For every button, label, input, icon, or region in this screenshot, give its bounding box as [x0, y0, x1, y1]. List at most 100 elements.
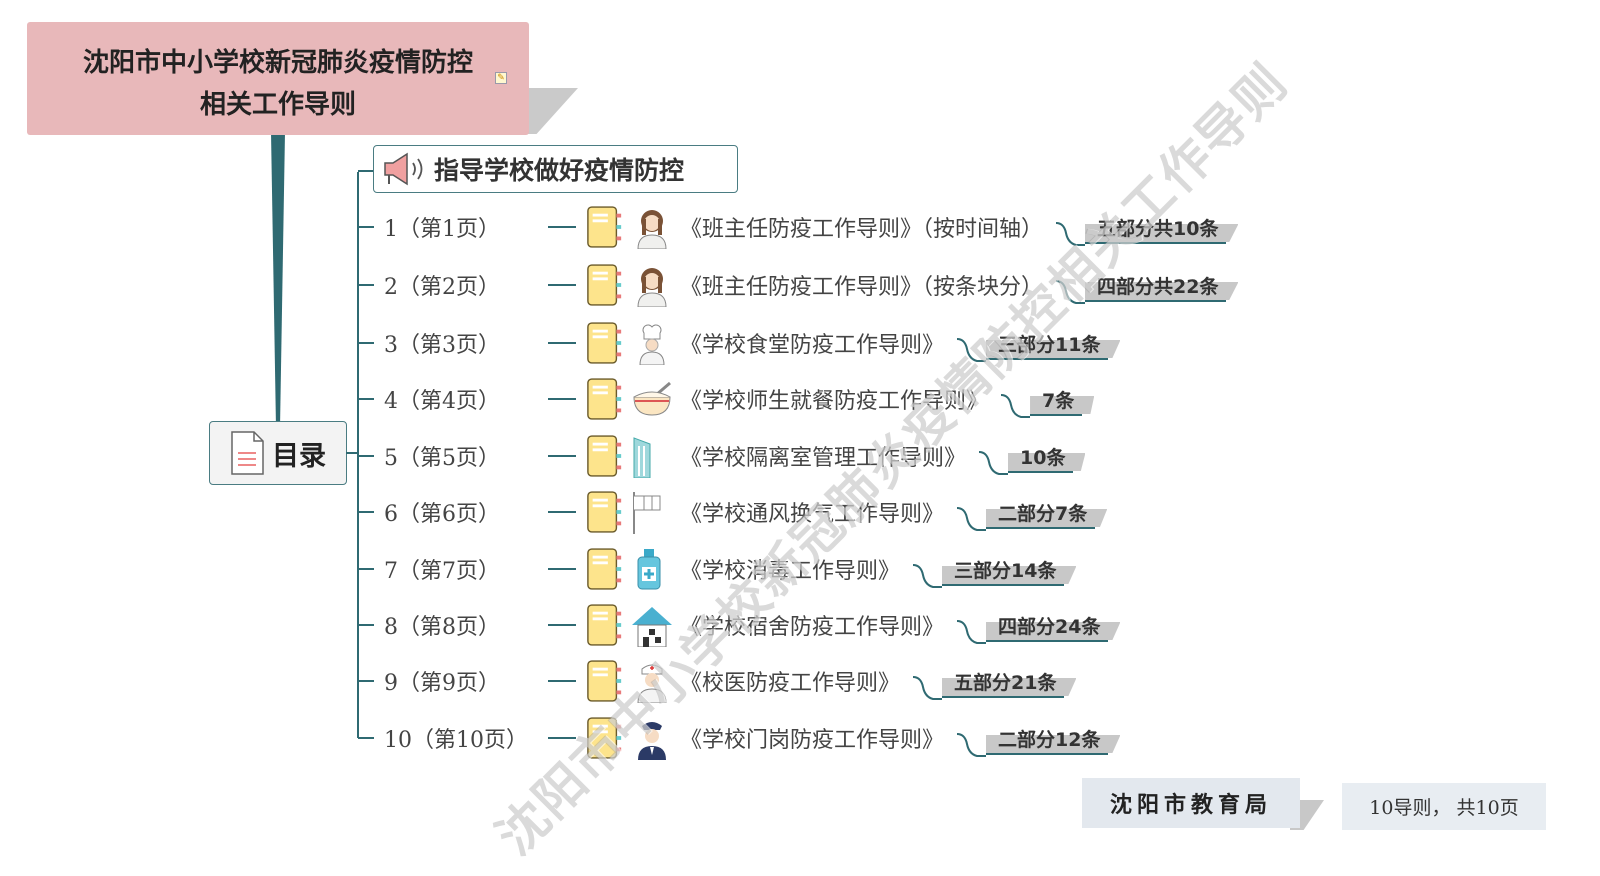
heading-connector [358, 170, 374, 172]
toc-item[interactable]: 10（第10页） 《学校门岗防疫工作导则》 二部分12条 [358, 713, 1358, 763]
item-page-label: 4（第4页） [384, 389, 500, 414]
notebook-icon [587, 717, 622, 759]
item-doc-title: 《学校师生就餐防疫工作导则》 [680, 389, 989, 414]
item-connector [548, 680, 576, 682]
chef-icon [639, 324, 665, 365]
root-title-line1: 沈阳市中小学校新冠肺炎疫情防控 [82, 48, 473, 78]
item-detail: 《学校食堂防疫工作导则》 三部分11条 [680, 323, 1120, 363]
item-count-label: 7条 [1042, 389, 1075, 412]
item-connector [548, 226, 576, 228]
item-page-label: 6（第6页） [384, 502, 500, 527]
window-icon [633, 492, 661, 534]
toc-connector [346, 452, 358, 454]
toc-item[interactable]: 1（第1页） 《班主任防疫工作导则》（按时间轴） 五部分共10条 [358, 202, 1358, 252]
notebook-icon [587, 435, 622, 477]
badge-connector [978, 451, 1009, 475]
badge-connector [912, 676, 943, 700]
item-connector [548, 342, 576, 344]
item-count-label: 三部分14条 [954, 559, 1057, 582]
item-doc-title: 《班主任防疫工作导则》（按时间轴） [680, 217, 1044, 242]
root-title-line2: 相关工作导则 [199, 90, 356, 120]
badge-connector [1055, 222, 1086, 246]
toc-item[interactable]: 8（第8页） 《学校宿舍防疫工作导则》 四部分24条 [358, 600, 1358, 650]
branch-tick [358, 680, 374, 682]
toc-item[interactable]: 6（第6页） 《学校通风换气工作导则》 二部分7条 [358, 487, 1358, 537]
toc-item[interactable]: 7（第7页） 《学校消毒工作导则》 三部分14条 [358, 544, 1358, 594]
house-icon [632, 607, 672, 647]
item-count-badge[interactable]: 五部分共10条 [1085, 212, 1238, 244]
item-detail: 《学校通风换气工作导则》 二部分7条 [680, 492, 1107, 532]
branch-tick [358, 568, 374, 570]
branch-tick [358, 511, 374, 513]
toc-label: 目录 [272, 440, 326, 472]
item-page-label: 1（第1页） [384, 217, 500, 242]
item-connector [548, 568, 576, 570]
item-doc-title: 《学校消毒工作导则》 [680, 559, 901, 584]
badge-connector [912, 564, 943, 588]
badge-connector [1000, 394, 1031, 418]
item-page-label: 3（第3页） [384, 333, 500, 358]
item-detail: 《班主任防疫工作导则》（按时间轴） 五部分共10条 [680, 207, 1238, 247]
nurse-icon [637, 664, 667, 703]
item-detail: 《学校消毒工作导则》 三部分14条 [680, 549, 1076, 589]
item-doc-title: 《校医防疫工作导则》 [680, 671, 901, 696]
document-icon [231, 431, 264, 475]
item-detail: 《校医防疫工作导则》 五部分21条 [680, 661, 1076, 701]
root-connector [271, 132, 285, 422]
female-teacher-icon [637, 268, 667, 307]
root-topic[interactable]: 沈阳市中小学校新冠肺炎疫情防控 相关工作导则 ✎ [27, 22, 529, 135]
branch-tick [358, 455, 374, 457]
heading-topic[interactable]: 指导学校做好疫情防控 [373, 145, 738, 193]
notebook-icon [587, 378, 622, 420]
item-count-badge[interactable]: 三部分11条 [986, 328, 1120, 360]
notebook-icon [587, 264, 622, 306]
item-doc-title: 《班主任防疫工作导则》（按条块分） [680, 275, 1044, 300]
item-doc-title: 《学校通风换气工作导则》 [680, 502, 945, 527]
toc-topic[interactable]: 目录 [209, 421, 347, 485]
item-count-label: 五部分21条 [954, 671, 1057, 694]
item-connector [548, 398, 576, 400]
megaphone-icon [384, 152, 423, 186]
toc-item[interactable]: 4（第4页） 《学校师生就餐防疫工作导则》 7条 [358, 374, 1358, 424]
org-label[interactable]: 沈阳市教育局 [1082, 778, 1300, 828]
item-count-label: 10条 [1020, 446, 1066, 469]
badge-connector [1055, 280, 1086, 304]
item-doc-title: 《学校隔离室管理工作导则》 [680, 446, 967, 471]
item-connector [548, 455, 576, 457]
toc-item[interactable]: 2（第2页） 《班主任防疫工作导则》（按条块分） 四部分共22条 [358, 260, 1358, 310]
item-count-badge[interactable]: 二部分12条 [986, 723, 1120, 755]
item-doc-title: 《学校食堂防疫工作导则》 [680, 333, 945, 358]
branch-tick [358, 226, 374, 228]
item-count-badge[interactable]: 三部分14条 [942, 554, 1076, 586]
toc-item[interactable]: 3（第3页） 《学校食堂防疫工作导则》 三部分11条 [358, 318, 1358, 368]
notebook-icon [587, 660, 622, 702]
item-page-label: 2（第2页） [384, 275, 500, 300]
notebook-icon [587, 206, 622, 248]
notebook-icon [587, 604, 622, 646]
bowl-icon [633, 381, 671, 416]
item-count-badge[interactable]: 四部分共22条 [1085, 270, 1238, 302]
guard-icon [638, 722, 666, 760]
item-count-label: 三部分11条 [998, 333, 1101, 356]
notebook-icon [587, 491, 622, 533]
item-count-label: 五部分共10条 [1097, 217, 1219, 240]
item-detail: 《学校门岗防疫工作导则》 二部分12条 [680, 718, 1120, 758]
notebook-icon [587, 548, 622, 590]
item-count-badge[interactable]: 五部分21条 [942, 666, 1076, 698]
item-count-badge[interactable]: 二部分7条 [986, 497, 1107, 529]
item-connector [548, 737, 576, 739]
note-icon[interactable]: ✎ [495, 72, 507, 84]
toc-item[interactable]: 9（第9页） 《校医防疫工作导则》 五部分21条 [358, 656, 1358, 706]
branch-tick [358, 284, 374, 286]
branch-tick [358, 398, 374, 400]
item-count-badge[interactable]: 四部分24条 [986, 610, 1120, 642]
item-page-label: 9（第9页） [384, 671, 500, 696]
summary-label[interactable]: 10导则， 共10页 [1342, 783, 1546, 830]
item-doc-title: 《学校门岗防疫工作导则》 [680, 728, 945, 753]
item-count-badge[interactable]: 7条 [1030, 384, 1094, 416]
item-doc-title: 《学校宿舍防疫工作导则》 [680, 615, 945, 640]
badge-connector [956, 507, 987, 531]
item-count-badge[interactable]: 10条 [1008, 441, 1085, 473]
item-connector [548, 284, 576, 286]
toc-item[interactable]: 5（第5页） 《学校隔离室管理工作导则》 10条 [358, 431, 1358, 481]
